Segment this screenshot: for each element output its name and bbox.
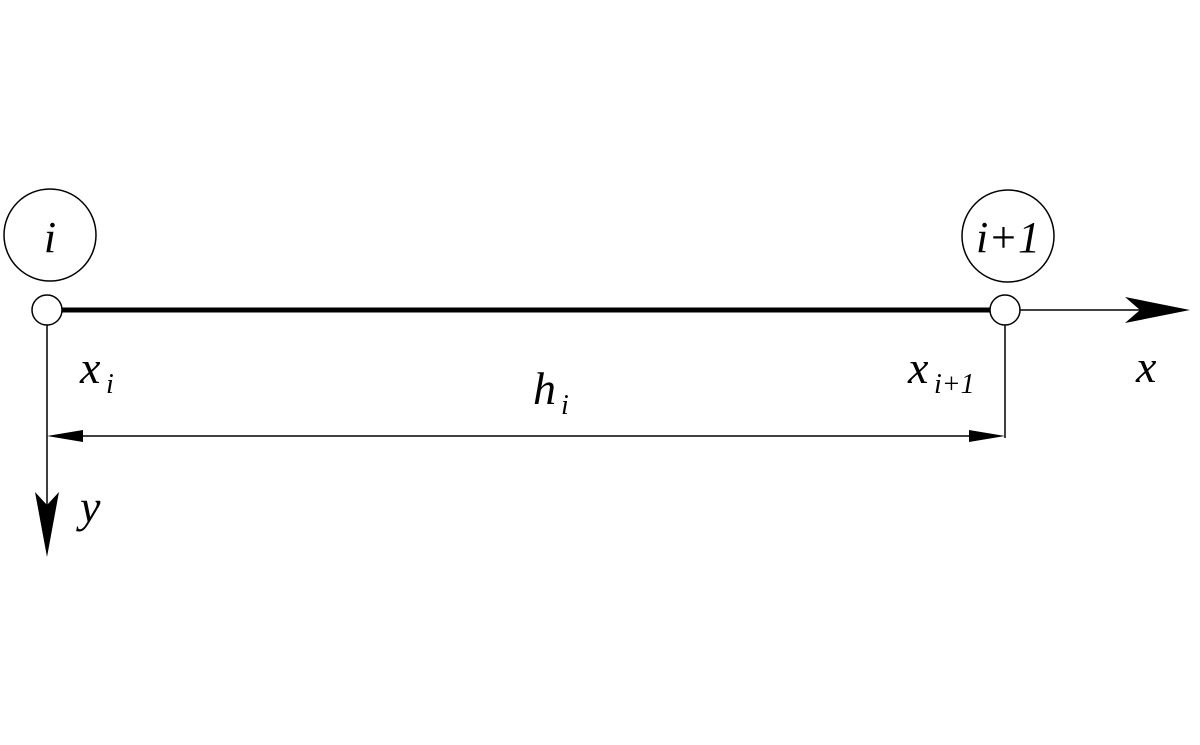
x-axis-label: x: [1135, 341, 1157, 392]
length-subscript: i: [561, 390, 569, 421]
y-axis-arrowhead: [35, 492, 59, 557]
node-right-point: [989, 294, 1021, 326]
x-axis-arrowhead: [1125, 297, 1190, 323]
node-left-label: i: [44, 213, 56, 262]
node-right-bubble: [961, 189, 1055, 283]
coord-right-subscript: i+1: [934, 369, 975, 400]
coord-left-base: x: [79, 342, 101, 393]
node-left-point: [31, 294, 63, 326]
dimension-arrow-left: [47, 430, 83, 442]
node-left-bubble: [3, 188, 97, 282]
length-base: h: [533, 363, 556, 414]
node-right-label: i+1: [976, 213, 1040, 262]
dimension-arrow-right: [969, 430, 1005, 442]
coord-right-base: x: [907, 342, 929, 393]
y-axis-label: y: [76, 481, 101, 532]
coord-left-subscript: i: [106, 369, 114, 400]
